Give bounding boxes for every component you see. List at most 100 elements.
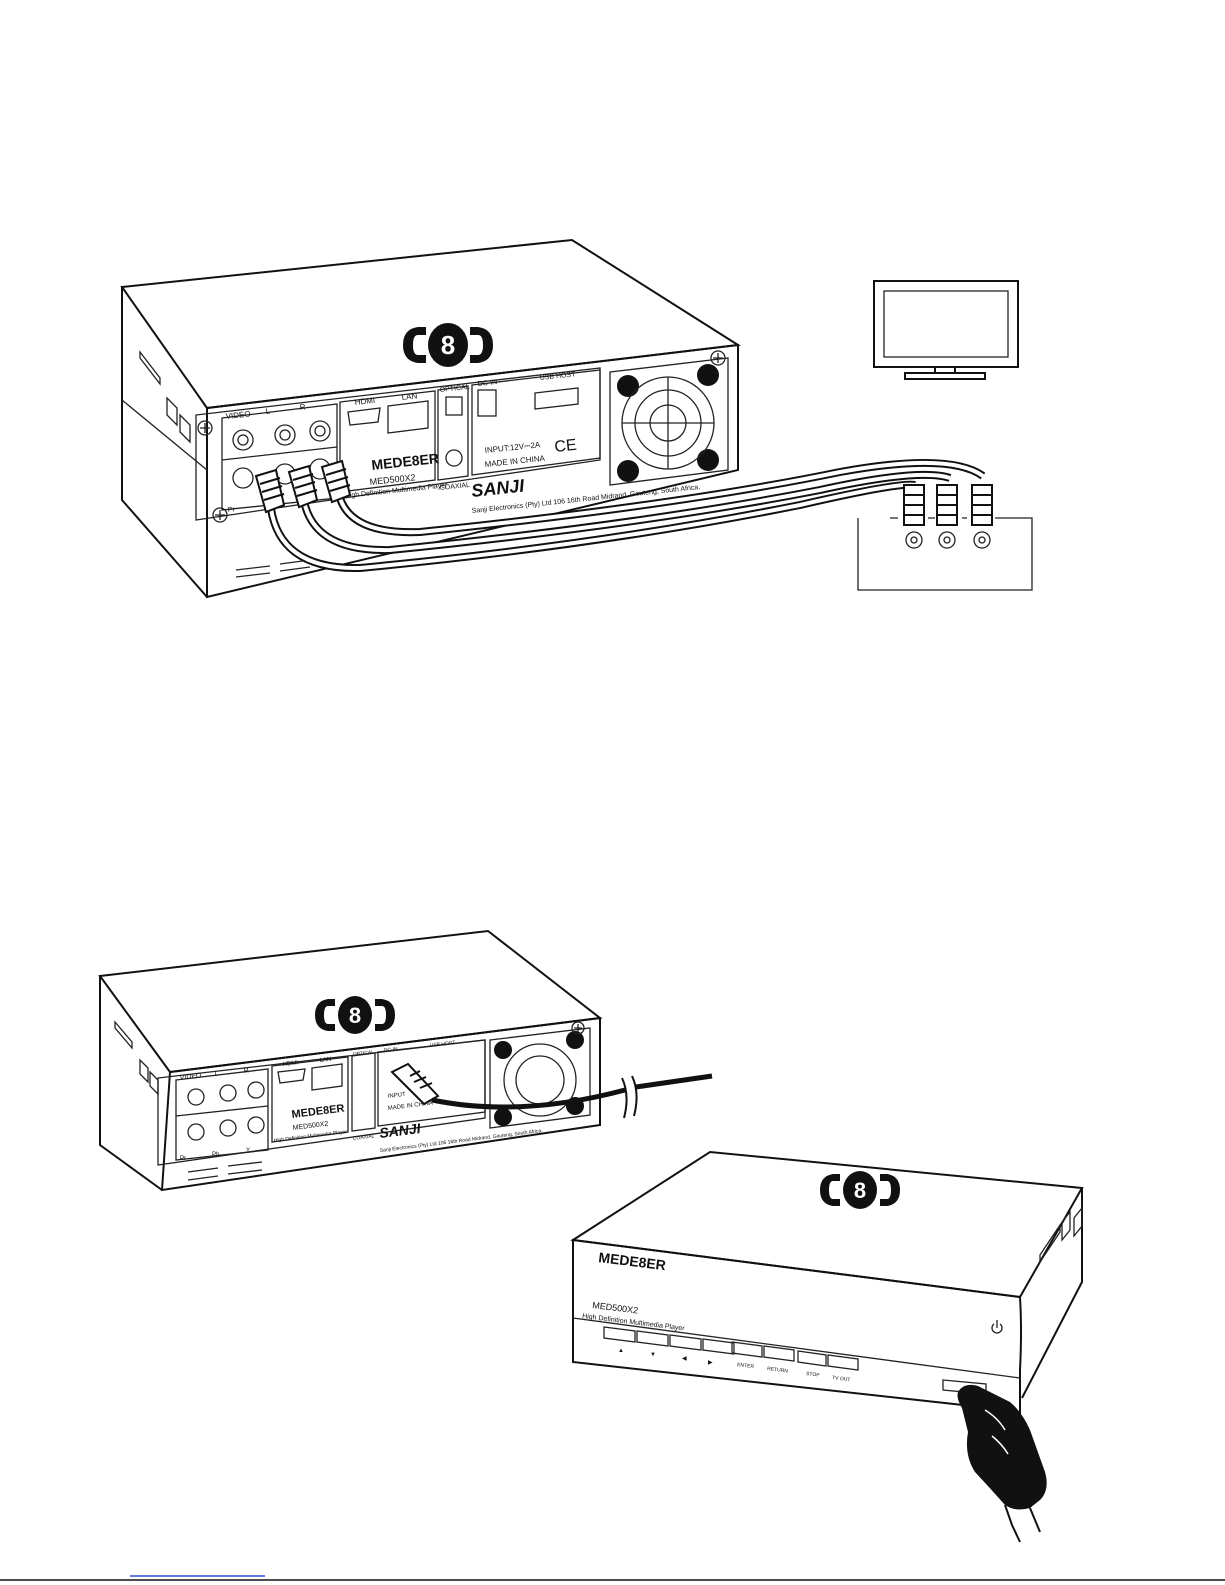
maker-logo: SANJI xyxy=(378,1120,422,1141)
rear-io-panel xyxy=(195,367,601,521)
power-cable xyxy=(431,1087,626,1110)
side-card-slot xyxy=(114,1020,133,1050)
rear-io-panel xyxy=(157,1039,486,1166)
audio-r-jack xyxy=(309,420,331,442)
model-subtitle: High Definition Multimedia Player xyxy=(582,1313,686,1333)
rca-plug-icon xyxy=(936,484,958,549)
side-usb-port-1 xyxy=(139,1058,149,1084)
down-label: ▼ xyxy=(650,1352,656,1358)
down-button[interactable] xyxy=(636,1330,669,1347)
label-dc-in: DC-IN xyxy=(384,1046,399,1054)
brand-mark: MEDE8ER xyxy=(291,1103,345,1121)
lan-port xyxy=(311,1063,343,1091)
hand-pointer-icon xyxy=(957,1384,1047,1543)
label-optical: OPTICAL xyxy=(353,1049,375,1058)
logo-emblem: 8 xyxy=(820,1171,900,1209)
screw-icon xyxy=(212,507,228,523)
label-l: L xyxy=(265,407,271,416)
input-rating: INPUT xyxy=(388,1092,407,1100)
logo-emblem: 8 xyxy=(315,996,395,1034)
label-lan: LAN xyxy=(401,391,418,402)
logo-glyph: 8 xyxy=(441,330,455,360)
right-label: ▶ xyxy=(708,1360,713,1366)
side-seam xyxy=(121,399,208,471)
screw-icon xyxy=(197,420,213,436)
fan-grille-icon xyxy=(489,1027,591,1129)
hdmi-lan-block xyxy=(271,1056,349,1143)
tv-icon xyxy=(873,280,1019,380)
audio-r-jack xyxy=(247,1081,265,1099)
figure-2-power-connection: 8 VIDEO L R Pr Pb Y HDMI LAN MEDE8ER MED… xyxy=(98,929,713,1192)
cable-break-mark xyxy=(621,1075,638,1119)
label-pb: Pb xyxy=(212,1152,220,1158)
label-coaxial: COAXIAL xyxy=(353,1133,375,1142)
optical-port xyxy=(445,396,463,416)
enter-button[interactable] xyxy=(731,1341,763,1358)
player-left-side xyxy=(99,976,163,1191)
dc-plug-icon xyxy=(390,1062,440,1106)
logo-glyph: 8 xyxy=(854,1178,866,1203)
player-left-side xyxy=(121,287,208,598)
model-subtitle: High Definition Multimedia Player xyxy=(274,1129,348,1144)
rca-plug-icon xyxy=(287,464,319,509)
label-y: Y xyxy=(246,1148,250,1154)
label-pr: Pr xyxy=(180,1156,186,1162)
player-rear-face xyxy=(206,343,739,599)
vent-slots xyxy=(187,1161,263,1181)
label-l: L xyxy=(214,1071,219,1078)
right-button[interactable] xyxy=(702,1338,735,1355)
audio-l-jack xyxy=(274,424,296,446)
rca-plug-icon xyxy=(320,459,352,504)
brand-mark: MEDE8ER xyxy=(598,1249,667,1273)
lan-port xyxy=(387,400,429,434)
power-icon xyxy=(991,1320,1003,1334)
label-r: R xyxy=(243,1067,249,1075)
label-hdmi: HDMI xyxy=(283,1060,299,1068)
ce-mark: CE xyxy=(554,437,578,456)
coaxial-jack xyxy=(445,449,463,467)
up-label: ▲ xyxy=(618,1348,624,1354)
up-button[interactable] xyxy=(603,1326,636,1343)
model-name: MED500X2 xyxy=(592,1300,639,1316)
return-button[interactable] xyxy=(763,1345,795,1362)
side-usb-port-1 xyxy=(1061,1210,1071,1242)
vent-slots xyxy=(235,559,311,578)
label-usb-host: USB HOST xyxy=(430,1040,456,1049)
optical-coax-block xyxy=(437,385,469,481)
maker-logo: SANJI xyxy=(470,475,526,501)
left-label: ◀ xyxy=(682,1356,687,1362)
power-usb-block xyxy=(377,1039,486,1127)
model-name: MED500X2 xyxy=(292,1121,328,1132)
stop-label: STOP xyxy=(806,1371,821,1379)
pb-jack xyxy=(219,1119,237,1137)
pr-jack xyxy=(232,467,254,489)
model-name: MED500X2 xyxy=(369,472,416,487)
label-r: R xyxy=(299,402,306,412)
player-rear-face xyxy=(160,1016,601,1192)
figure-3-power-on: 8 MEDE8ER MED500X2 High Definition Multi… xyxy=(570,1150,1084,1543)
label-video: VIDEO xyxy=(225,409,251,421)
power-usb-block xyxy=(471,369,601,476)
left-button[interactable] xyxy=(669,1334,702,1351)
side-usb-port-1 xyxy=(166,396,178,427)
logo-glyph: 8 xyxy=(349,1003,361,1028)
dc-in-port xyxy=(477,389,497,417)
side-card-slot xyxy=(139,350,161,386)
rca-plug-icon xyxy=(903,484,925,549)
label-lan: LAN xyxy=(320,1057,332,1064)
label-coaxial: COAXIAL xyxy=(439,482,470,492)
av-cables xyxy=(266,458,986,573)
front-button-row: ▲ ▼ ◀ ▶ ENTER RETURN STOP TV OUT xyxy=(603,1326,859,1383)
tv-out-button[interactable] xyxy=(827,1354,859,1371)
enter-label: ENTER xyxy=(737,1362,755,1370)
input-rating: INPUT:12V⎓2A xyxy=(484,440,541,455)
player-top-panel xyxy=(570,1150,1084,1299)
stop-button[interactable] xyxy=(797,1350,827,1367)
player-right-side xyxy=(1021,1188,1083,1399)
audio-l-jack xyxy=(219,1084,237,1102)
tv-out-label: TV OUT xyxy=(832,1375,851,1383)
label-hdmi: HDMI xyxy=(354,396,375,407)
made-in-label: MADE IN CHINA xyxy=(388,1101,434,1112)
hdmi-port xyxy=(277,1068,306,1084)
